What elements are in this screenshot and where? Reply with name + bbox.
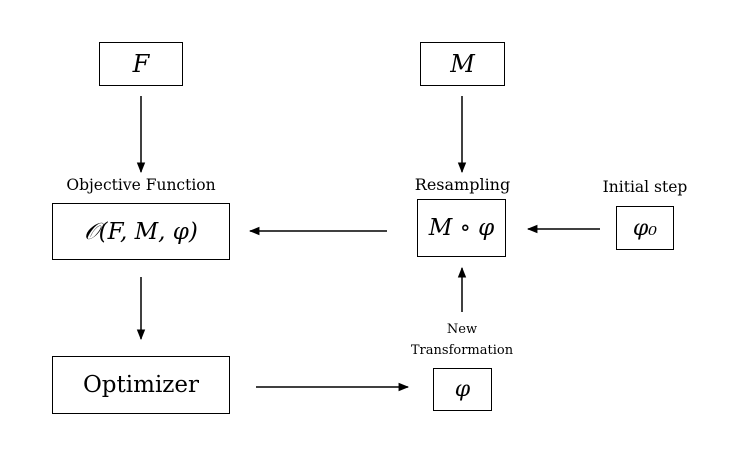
initial-step-box: φ₀ [616, 206, 674, 250]
new-transformation-symbol: φ [454, 377, 471, 402]
moving-image-symbol: M [450, 50, 475, 78]
new-transformation-box: φ [433, 368, 492, 411]
optimizer-label: Optimizer [82, 372, 200, 398]
resampling-expression: M ∘ φ [428, 215, 495, 241]
initial-step-symbol: φ₀ [632, 215, 658, 241]
optimizer-box: Optimizer [52, 356, 230, 414]
new-transformation-label-line1: New [446, 322, 478, 337]
objective-function-label: Objective Function [66, 176, 216, 194]
objective-function-box: 𝒪(F, M, φ) [52, 203, 230, 260]
resampling-label: Resampling [414, 175, 511, 194]
fixed-image-box: F [99, 42, 183, 86]
initial-step-label: Initial step [602, 178, 688, 196]
objective-function-expression: 𝒪(F, M, φ) [84, 218, 198, 245]
fixed-image-symbol: F [132, 50, 150, 78]
new-transformation-label-line2: Transformation [410, 343, 514, 358]
moving-image-box: M [420, 42, 505, 86]
resampling-box: M ∘ φ [417, 199, 506, 257]
